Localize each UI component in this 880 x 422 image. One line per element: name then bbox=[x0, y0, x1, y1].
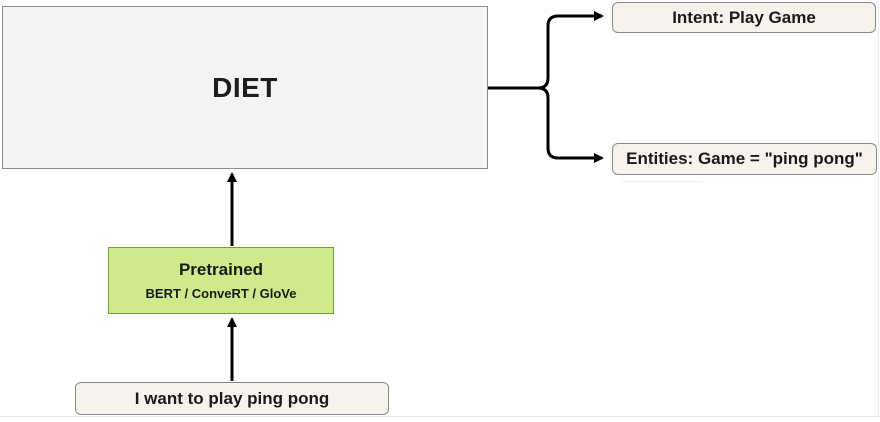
entities-underline bbox=[622, 181, 702, 182]
input-utterance-label: I want to play ping pong bbox=[134, 388, 330, 408]
diet-model-box: DIET bbox=[2, 6, 488, 169]
diet-label: DIET bbox=[212, 71, 278, 103]
intent-output-label: Intent: Play Game bbox=[672, 7, 816, 27]
bottom-divider bbox=[0, 416, 880, 417]
bracket-split-connector bbox=[488, 11, 604, 90]
input-utterance-box: I want to play ping pong bbox=[75, 382, 389, 415]
intent-output-box: Intent: Play Game bbox=[612, 2, 876, 33]
bracket-lower-connector bbox=[537, 86, 604, 163]
pretrained-embeddings-box: Pretrained BERT / ConveRT / GloVe bbox=[108, 247, 334, 314]
pretrained-subtitle: BERT / ConveRT / GloVe bbox=[145, 286, 297, 301]
right-divider bbox=[878, 0, 879, 416]
pretrained-title: Pretrained bbox=[178, 260, 264, 279]
entities-output-box: Entities: Game = "ping pong" bbox=[612, 143, 877, 175]
entities-output-label: Entities: Game = "ping pong" bbox=[626, 149, 863, 168]
